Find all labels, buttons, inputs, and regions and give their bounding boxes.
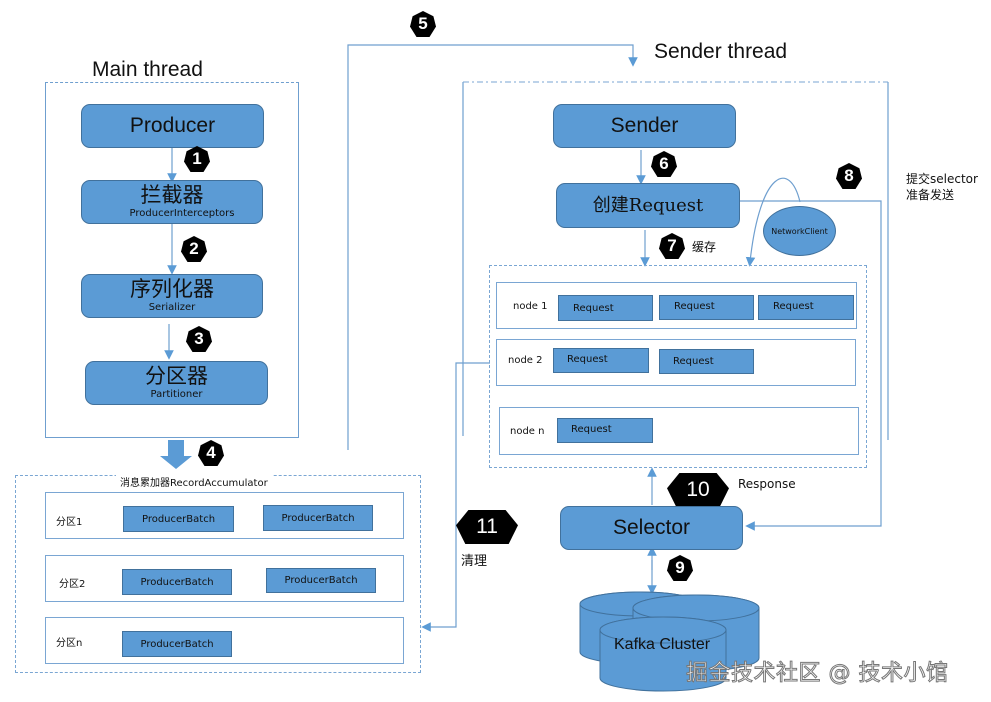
- cache-label: 缓存: [692, 240, 717, 254]
- serializer-box[interactable]: 序列化器 Serializer: [81, 274, 263, 318]
- inflight-requests-frame: [489, 265, 867, 468]
- partition-row: 分区1 ProducerBatch ProducerBatch: [45, 492, 404, 539]
- serializer-en: Serializer: [148, 302, 196, 313]
- partitioner-box[interactable]: 分区器 Partitioner: [85, 361, 268, 405]
- response-label: Response: [738, 477, 796, 491]
- arrow-11: [421, 362, 490, 632]
- submit-label-line2: 准备发送: [906, 188, 955, 202]
- network-client-label: NetworkClient: [771, 226, 828, 236]
- step-badge-11: 11: [456, 510, 518, 544]
- interceptor-en: ProducerInterceptors: [129, 208, 235, 219]
- node-label: node 2: [508, 355, 543, 366]
- arrow-8: [740, 200, 882, 531]
- step-badge-10: 10: [667, 473, 729, 507]
- selector-box[interactable]: Selector: [560, 506, 743, 550]
- partitioner-en: Partitioner: [150, 389, 203, 400]
- partitioner-zh: 分区器: [145, 364, 208, 388]
- submit-label-line1: 提交selector: [906, 172, 978, 186]
- node-label: node n: [510, 426, 545, 437]
- interceptor-box[interactable]: 拦截器 ProducerInterceptors: [81, 180, 263, 224]
- producer-batch[interactable]: ProducerBatch: [266, 568, 376, 593]
- sender-box[interactable]: Sender: [553, 104, 736, 148]
- request-item[interactable]: Request: [758, 295, 854, 320]
- producer-batch[interactable]: ProducerBatch: [263, 505, 373, 531]
- producer-batch[interactable]: ProducerBatch: [122, 631, 232, 657]
- node-row: node n Request: [499, 407, 859, 455]
- partition-label: 分区2: [59, 579, 86, 590]
- create-request-box[interactable]: 创建Request: [556, 183, 740, 228]
- create-request-label: 创建Request: [592, 194, 704, 216]
- sender-label: Sender: [610, 114, 679, 137]
- step-badge-4: 4: [198, 440, 224, 466]
- producer-batch[interactable]: ProducerBatch: [122, 569, 232, 595]
- partition-label: 分区n: [56, 638, 83, 649]
- producer-batch[interactable]: ProducerBatch: [123, 506, 234, 532]
- sender-thread-title: Sender thread: [654, 40, 788, 63]
- cleanup-label: 清理: [461, 554, 488, 569]
- request-item[interactable]: Request: [558, 295, 653, 321]
- request-item[interactable]: Request: [659, 349, 754, 374]
- request-item[interactable]: Request: [659, 295, 754, 320]
- request-item[interactable]: Request: [557, 418, 653, 443]
- step-badge-3: 3: [186, 326, 212, 352]
- partition-row: 分区2 ProducerBatch ProducerBatch: [45, 555, 404, 602]
- node-row: node 1 Request Request Request: [496, 282, 857, 329]
- kafka-cluster-icon[interactable]: [575, 588, 770, 693]
- step-badge-5: 5: [410, 11, 436, 37]
- watermark: 掘金技术社区 @ 技术小馆: [686, 661, 949, 687]
- accumulator-title: 消息累加器RecordAccumulator: [116, 474, 272, 489]
- cylinder-top: [599, 616, 727, 644]
- selector-label: Selector: [612, 516, 691, 539]
- serializer-zh: 序列化器: [130, 277, 214, 301]
- main-thread-title: Main thread: [92, 58, 203, 81]
- producer-label: Producer: [129, 114, 216, 137]
- submit-label: 提交selector 准备发送: [906, 171, 978, 203]
- interceptor-zh: 拦截器: [140, 183, 204, 207]
- arrow-network-loop: [745, 177, 801, 267]
- node-row: node 2 Request Request: [496, 339, 856, 386]
- partition-label: 分区1: [56, 517, 83, 528]
- network-client[interactable]: NetworkClient: [763, 206, 836, 256]
- kafka-cluster-label: Kafka Cluster: [614, 636, 711, 653]
- producer-box[interactable]: Producer: [81, 104, 264, 148]
- arrow-5: [347, 44, 638, 450]
- request-item[interactable]: Request: [553, 348, 649, 373]
- partition-row: 分区n ProducerBatch: [45, 617, 404, 664]
- big-arrow-4: [160, 440, 192, 469]
- main-thread-frame: [45, 82, 299, 438]
- node-label: node 1: [513, 301, 548, 312]
